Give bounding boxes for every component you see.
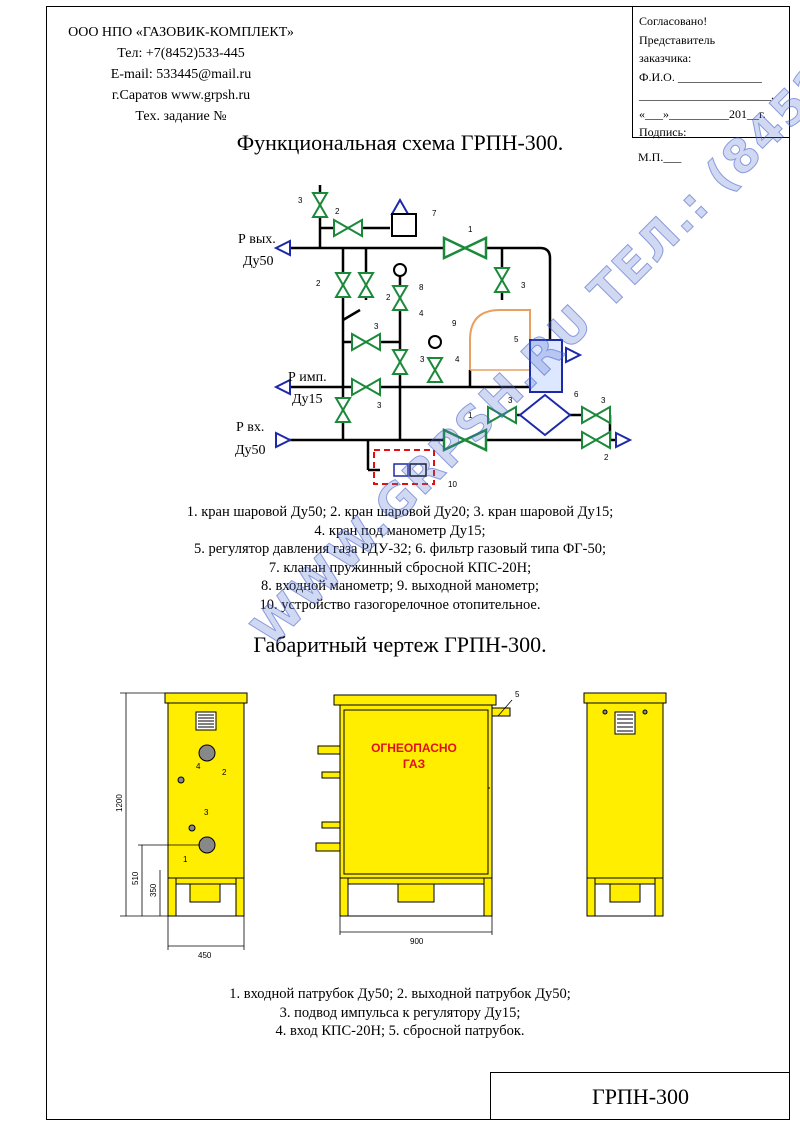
num-label: 10	[448, 480, 457, 489]
legend-line: 4. вход КПС-20Н; 5. сбросной патрубок.	[275, 1023, 525, 1040]
num-label: 2	[222, 768, 227, 777]
num-label: 4	[419, 309, 424, 318]
num-label: 6	[574, 390, 579, 399]
num-label: 3	[377, 401, 382, 410]
num-label: 2	[316, 279, 321, 288]
legend-line: 10. устройство газогорелочное отопительн…	[259, 596, 541, 613]
legend-line: 7. клапан пружинный сбросной КПС-20Н;	[268, 559, 532, 576]
approval-line: ______________________.	[639, 88, 774, 102]
approval-line: заказчика:	[639, 51, 692, 65]
company-name: ООО НПО «ГАЗОВИК-КОМПЛЕКТ»	[68, 25, 294, 40]
front-view	[315, 694, 513, 917]
side-view-right	[583, 692, 667, 917]
num-label: 9	[452, 319, 457, 328]
stamp-place: М.П.___	[638, 150, 682, 164]
legend-line: 5. регулятор давления газа РДУ-32; 6. фи…	[193, 541, 607, 558]
legend-line: 1. кран шаровой Ду50; 2. кран шаровой Ду…	[186, 504, 614, 520]
inlet-pressure-label: Р вх.	[236, 420, 265, 435]
approval-line: Согласовано!	[639, 14, 708, 28]
approval-line: Представитель	[639, 32, 716, 47]
company-phone: Тел: +7(8452)533-445	[117, 46, 245, 61]
company-block: ООО НПО «ГАЗОВИК-КОМПЛЕКТ» Тел: +7(8452)…	[50, 22, 312, 127]
tech-task: Тех. задание №	[135, 109, 227, 124]
side-view-left	[164, 692, 248, 917]
approval-line: «___»__________201__г.	[639, 106, 766, 121]
num-label: 3	[298, 196, 303, 205]
dim-450: 450	[198, 951, 212, 960]
num-label: 1	[468, 411, 473, 420]
approval-line: Подпись:____________	[639, 125, 759, 139]
num-label: 1	[183, 855, 188, 864]
dim-350: 350	[149, 883, 158, 897]
num-label: 2	[604, 453, 609, 462]
legend-line: 8. входной манометр; 9. выходной маномет…	[261, 578, 539, 595]
num-label: 8	[419, 283, 424, 292]
warning-line: ГАЗ	[402, 757, 426, 771]
num-label: 5	[515, 690, 520, 699]
num-label: 4	[196, 762, 201, 771]
drawing-legend: 1. входной патрубок Ду50; 2. выходной па…	[0, 985, 800, 1041]
company-email: E-mail: 533445@mail.ru	[110, 67, 252, 82]
scheme-legend: 1. кран шаровой Ду50; 2. кран шаровой Ду…	[0, 503, 800, 615]
scheme-title: Функциональная схема ГРПН-300.	[236, 130, 564, 155]
dim-900: 900	[410, 937, 424, 946]
legend-line: 3. подвод импульса к регулятору Ду15;	[279, 1004, 521, 1021]
num-label: 2	[386, 293, 391, 302]
approval-line: Ф.И.О. ______________	[639, 69, 762, 84]
outlet-dn-label: Ду50	[243, 254, 274, 269]
impulse-pressure-label: Р имп.	[288, 370, 327, 385]
legend-line: 1. входной патрубок Ду50; 2. выходной па…	[229, 986, 571, 1002]
outlet-pressure-label: Р вых.	[238, 232, 276, 247]
num-label: 4	[455, 355, 460, 364]
impulse-dn-label: Ду15	[292, 392, 323, 407]
num-label: 3	[521, 281, 526, 290]
dim-1200: 1200	[115, 794, 124, 812]
company-site: г.Саратов www.grpsh.ru	[111, 88, 251, 103]
dim-510: 510	[131, 871, 140, 885]
inlet-dn-label: Ду50	[235, 443, 266, 458]
legend-line: 4. кран под манометр Ду15;	[314, 522, 486, 539]
num-label: 5	[514, 335, 519, 344]
warning-sign: ОГНЕОПАСНО ГАЗ	[364, 740, 464, 772]
num-label: 2	[335, 207, 340, 216]
num-label: 3	[508, 396, 513, 405]
num-label: 3	[601, 396, 606, 405]
num-label: 1	[468, 225, 473, 234]
drawing-title: Габаритный чертеж ГРПН-300.	[253, 632, 547, 657]
num-label: 7	[432, 209, 437, 218]
title-stamp: ГРПН-300	[490, 1072, 790, 1120]
num-label: 3	[374, 322, 379, 331]
approval-box: Согласовано! Представитель заказчика: Ф.…	[632, 6, 790, 139]
warning-line: ОГНЕОПАСНО	[371, 741, 457, 755]
num-label: 3	[420, 355, 425, 364]
num-label: 3	[204, 808, 209, 817]
drawing-frame	[46, 6, 790, 1120]
